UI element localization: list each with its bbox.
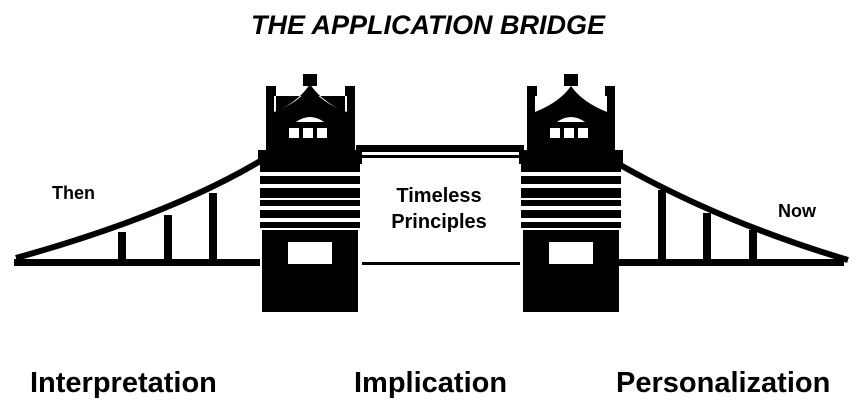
then-label: Then <box>52 183 95 203</box>
left-tower <box>258 74 362 312</box>
implication-label: Implication <box>354 367 508 399</box>
center-label-line1: Timeless <box>396 185 482 207</box>
center-label-line2: Principles <box>391 211 487 233</box>
diagram-title: THE APPLICATION BRIDGE <box>250 10 605 40</box>
personalization-label: Personalization <box>616 367 831 399</box>
road-deck <box>14 259 844 266</box>
left-suspension <box>15 157 264 261</box>
now-label: Now <box>778 201 816 221</box>
center-label: Timeless Principles <box>368 183 510 235</box>
upper-walkway <box>356 145 524 158</box>
interpretation-label: Interpretation <box>30 367 217 399</box>
right-suspension <box>613 159 849 263</box>
right-tower <box>519 74 623 312</box>
